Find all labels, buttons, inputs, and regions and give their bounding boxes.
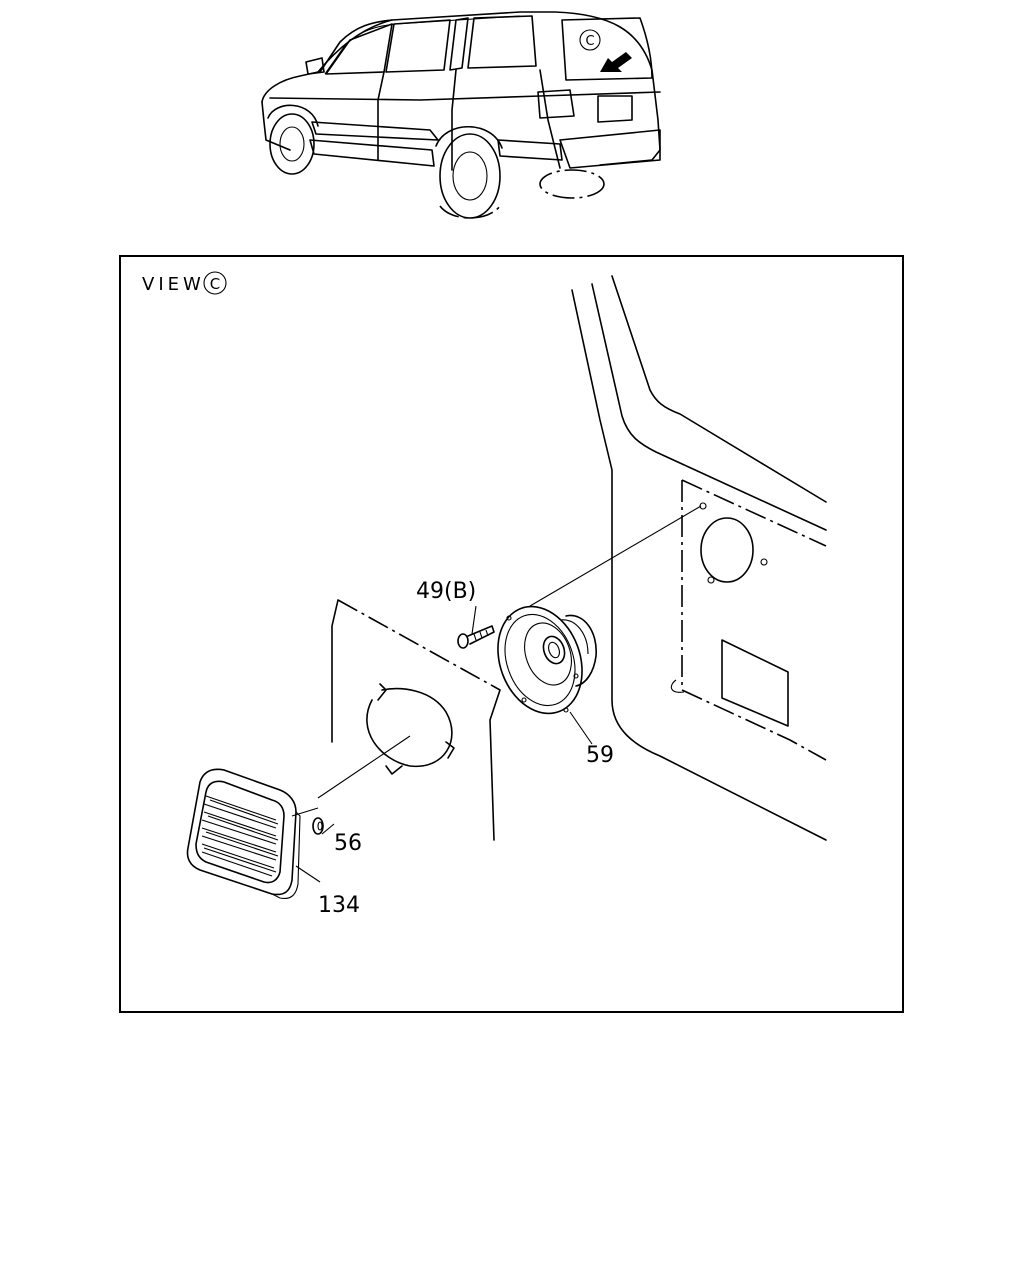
assembly-line-clip: [317, 735, 411, 799]
clip-56: [312, 817, 335, 835]
callout-49b: 49(B): [416, 579, 476, 604]
view-heading-circle: [203, 271, 227, 295]
door-panel: [571, 275, 827, 841]
view-marker-circle: [579, 29, 601, 51]
view-heading-text: VIEW: [142, 274, 205, 295]
door-panel-opening: [721, 639, 789, 727]
view-marker-letter: C: [585, 34, 594, 49]
speaker-59: [497, 605, 597, 745]
vehicle-overview: C: [261, 11, 661, 219]
grille-134: [186, 768, 321, 900]
view-heading-letter: C: [210, 275, 220, 293]
view-arrow-icon: [600, 52, 632, 72]
view-heading: VIEW C: [142, 271, 227, 295]
screw-49b: [457, 605, 495, 649]
door-speaker-hole: [700, 517, 754, 583]
trim-speaker-opening: [366, 687, 453, 768]
view-frame: [119, 255, 904, 1013]
callout-59: 59: [586, 743, 614, 768]
callout-134: 134: [318, 893, 360, 918]
trim-board: [331, 599, 501, 841]
callout-56: 56: [334, 831, 362, 856]
assembly-line-speaker: [529, 505, 702, 607]
